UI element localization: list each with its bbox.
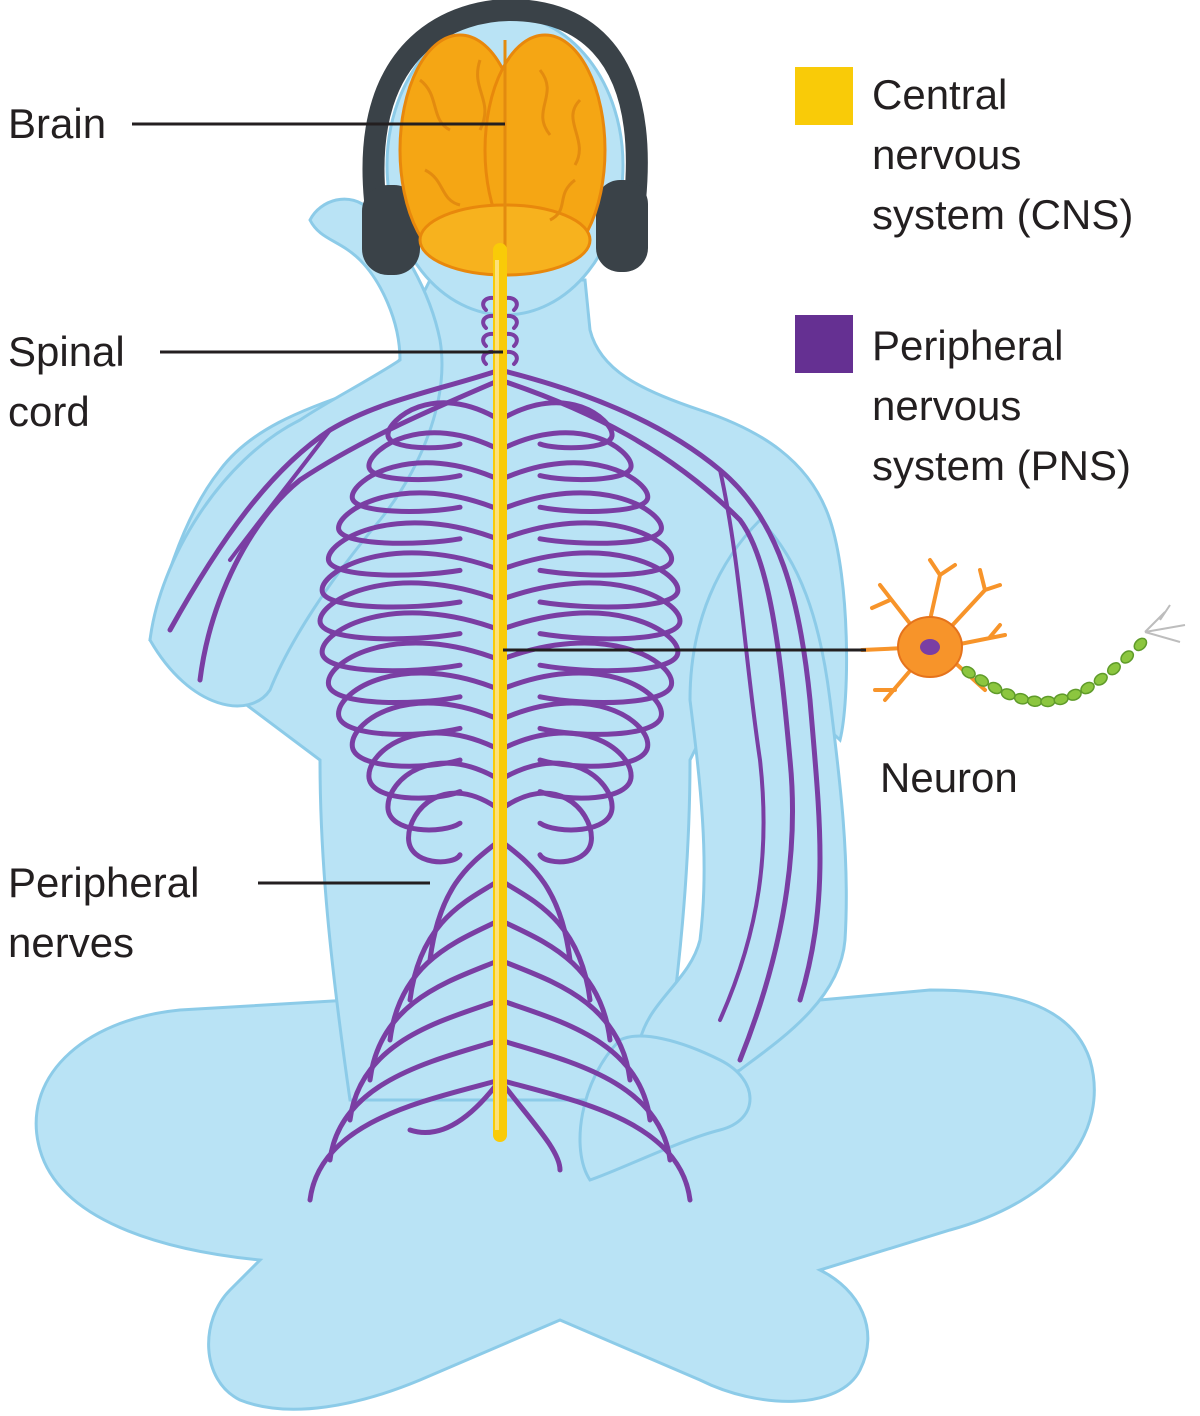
myelin-segment: [974, 674, 990, 687]
myelin-segment: [1133, 637, 1148, 652]
intercostal-nerve-right: [497, 760, 615, 833]
legend-pns-line-2: nervous: [872, 382, 1022, 429]
intercostal-nerve-left: [349, 460, 503, 514]
peripheral-nerves-label-line-2: nerves: [8, 919, 135, 966]
axon-terminal: [1144, 604, 1186, 643]
intercostal-nerve-right: [497, 640, 675, 706]
intercostal-nerve-right: [497, 610, 681, 674]
legend-pns-label: Peripheral nervous system (PNS): [872, 316, 1131, 496]
myelin-segment: [1053, 693, 1069, 706]
legend-pns-line-1: Peripheral: [872, 322, 1064, 369]
headphone-left-cup: [362, 185, 420, 275]
peripheral-nerves: [167, 295, 823, 1203]
intercostal-nerve-left: [317, 580, 503, 642]
lumbar-nerve-right: [497, 1037, 673, 1163]
lumbar-nerve-right: [497, 1077, 693, 1203]
lumbar-nerve-left: [387, 917, 503, 1043]
legend-cns-line-2: nervous: [872, 131, 1022, 178]
myelin-segment: [1120, 650, 1135, 664]
myelin-segment: [1013, 692, 1030, 705]
arm-branch-left: [228, 428, 332, 562]
lumbar-nerve-right: [497, 997, 653, 1123]
intercostal-nerve-left: [366, 730, 503, 801]
brain-label-text: Brain: [8, 100, 107, 147]
intercostal-nerve-left: [336, 490, 503, 546]
headphone-band: [362, 0, 648, 202]
peripheral-nerves-label-line-1: Peripheral: [8, 859, 200, 906]
sacral-nerve-left: [407, 1077, 503, 1136]
lumbar-nerve-left: [367, 957, 503, 1083]
intercostal-nerve-left: [319, 610, 503, 674]
legend-pns-line-3: system (PNS): [872, 442, 1132, 489]
lumbar-nerve-right: [497, 917, 613, 1043]
leader-lines: [132, 122, 866, 885]
intercostal-nerve-right: [497, 700, 651, 769]
intercostal-nerve-right: [497, 400, 615, 451]
intercostal-nerve-left: [366, 430, 503, 483]
neuron-axon: [961, 637, 1148, 708]
intercostal-nerve-left: [325, 520, 503, 578]
legend-cns-line-3: system (CNS): [872, 191, 1134, 238]
neuron-label-text: Neuron: [880, 754, 1018, 801]
neuron-label: Neuron: [880, 748, 1018, 808]
intercostal-nerve-left: [319, 550, 503, 610]
peripheral-nerves-label: Peripheral nerves: [8, 853, 199, 973]
myelin-segment: [1093, 672, 1108, 686]
intercostal-nerve-left: [325, 640, 503, 706]
myelin-segment: [1040, 695, 1056, 708]
hand: [578, 1034, 752, 1182]
intercostal-nerve-right: [497, 490, 664, 546]
lumbar-nerve-right: [497, 957, 633, 1083]
intercostal-nerve-right: [497, 730, 634, 801]
intercostal-nerve-right: [497, 580, 683, 642]
neuron-nucleus: [920, 639, 940, 655]
sacral-nerve-right: [497, 1077, 563, 1173]
lumbar-nerve-left: [307, 1077, 503, 1203]
brain: [398, 33, 607, 277]
spinal-cord-label-line-1: Spinal: [8, 328, 125, 375]
myelin-segment: [961, 665, 976, 679]
headphone-right-cup: [596, 180, 648, 272]
legend-pns-swatch: [795, 315, 853, 373]
lumbar-nerve-left: [347, 997, 503, 1123]
brachial-nerve-left: [167, 367, 503, 633]
legend-cns-line-1: Central: [872, 71, 1008, 118]
myelin-segment: [1026, 695, 1043, 708]
intercostal-nerve-right: [497, 550, 681, 610]
intercostal-nerve-right: [497, 520, 675, 578]
spinal-cord-label-line-2: cord: [8, 388, 90, 435]
intercostal-nerve-left: [349, 700, 503, 769]
lumbar-nerve-left: [327, 1037, 503, 1163]
myelin-segment: [1080, 681, 1095, 695]
legend-cns-swatch: [795, 67, 853, 125]
brain-folds: [419, 40, 582, 260]
intercostal-nerve-left: [406, 790, 503, 865]
neuron-illustration: [860, 558, 1186, 708]
brain-label: Brain: [8, 94, 106, 154]
brachial-nerve-right-2: [497, 377, 796, 1063]
spinal-cord-label: Spinal cord: [8, 322, 125, 442]
brachial-nerve-left-2: [197, 377, 503, 683]
legs: [34, 988, 1096, 1411]
intercostal-nerve-right: [497, 430, 634, 483]
brachial-nerve-right: [497, 367, 823, 1003]
myelin-segment: [1066, 688, 1082, 701]
legend-cns-label: Central nervous system (CNS): [872, 65, 1133, 245]
intercostal-nerve-right: [497, 460, 651, 514]
intercostal-nerve-left: [385, 760, 503, 833]
intercostal-nerve-right: [497, 790, 594, 865]
headphones: [362, 0, 648, 275]
myelin-segment: [1106, 662, 1121, 676]
arm-branch-right: [718, 468, 766, 1022]
